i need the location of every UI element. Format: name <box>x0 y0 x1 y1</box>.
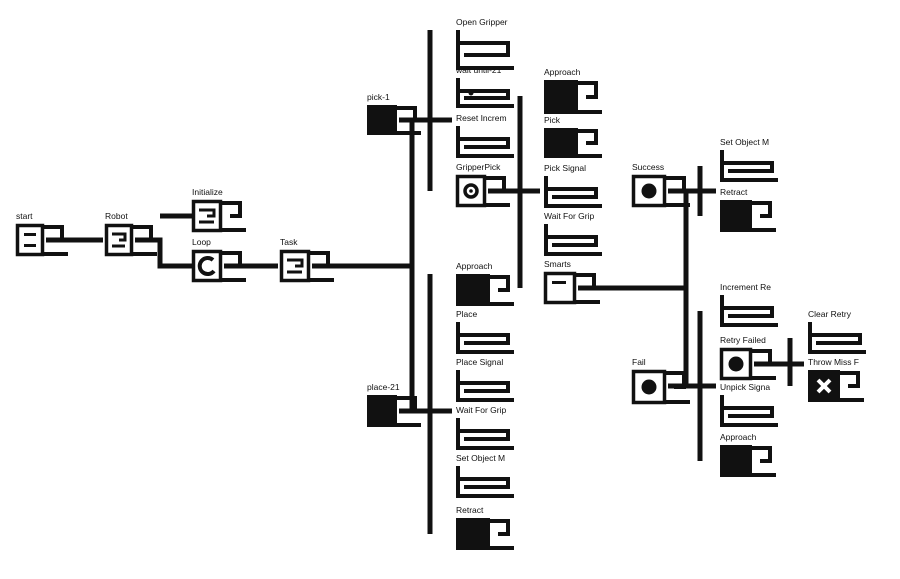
node-label: Robot <box>105 211 128 221</box>
node-label: Initialize <box>192 187 223 197</box>
port-bracket <box>578 81 602 114</box>
node-approach-3[interactable] <box>720 445 752 477</box>
port-bracket <box>666 176 690 207</box>
node-label: Loop <box>192 237 211 247</box>
node-label: Task <box>280 237 298 247</box>
node-label: Fail <box>632 357 646 367</box>
node-label: Approach <box>456 261 493 271</box>
node-retract-1[interactable] <box>720 200 752 232</box>
node-place-21[interactable] <box>367 395 397 427</box>
node-task[interactable] <box>279 249 311 283</box>
node-label: Place Signal <box>456 357 503 367</box>
node-label: Increment Re <box>720 282 771 292</box>
node-fail[interactable] <box>631 369 667 405</box>
connector-lines <box>46 30 804 534</box>
node-label: Pick <box>544 115 561 125</box>
node-label: Smarts <box>544 259 571 269</box>
selector-icon <box>287 258 304 274</box>
node-label: Approach <box>720 432 757 442</box>
node-label: Throw Miss F <box>808 357 859 367</box>
node-label: Wait For Grip <box>544 211 594 221</box>
node-smarts[interactable] <box>543 271 577 305</box>
port-bracket <box>720 406 778 427</box>
port-bracket <box>397 396 421 427</box>
node-label: place-21 <box>367 382 400 392</box>
node-label: Approach <box>544 67 581 77</box>
node-start[interactable] <box>15 223 45 257</box>
port-bracket <box>576 273 600 304</box>
node-pick-1[interactable] <box>367 105 397 135</box>
port-bracket <box>222 201 246 232</box>
port-bracket <box>544 187 602 208</box>
port-bracket <box>456 381 514 402</box>
circle-icon <box>641 379 657 395</box>
port-bracket <box>840 371 864 402</box>
node-loop[interactable] <box>191 249 223 283</box>
port-bracket <box>456 137 514 158</box>
node-success[interactable] <box>631 174 667 208</box>
node-throw-miss[interactable] <box>808 370 840 402</box>
node-label: Set Object M <box>456 453 505 463</box>
port-bracket <box>456 477 514 498</box>
port-bracket <box>578 129 602 158</box>
port-bracket <box>456 41 514 70</box>
port-bracket <box>310 251 334 282</box>
port-bracket <box>752 201 776 232</box>
port-bracket <box>720 161 778 182</box>
node-label: Retract <box>720 187 748 197</box>
node-pick[interactable] <box>544 128 578 158</box>
node-label: Pick Signal <box>544 163 586 173</box>
dash-icon <box>552 281 566 284</box>
sequence-icon <box>24 233 36 236</box>
node-label: Place <box>456 309 478 319</box>
port-bracket <box>486 176 510 207</box>
port-bracket <box>44 225 68 256</box>
port-bracket <box>456 333 514 354</box>
node-label: wait until-21 <box>455 65 502 75</box>
node-approach-1[interactable] <box>544 80 578 114</box>
node-label: GripperPick <box>456 162 501 172</box>
port-bracket <box>544 235 602 256</box>
node-label: Wait For Grip <box>456 405 506 415</box>
node-label: Set Object M <box>720 137 769 147</box>
port-bracket <box>808 333 866 354</box>
node-label: Retract <box>456 505 484 515</box>
selector-icon <box>199 208 216 224</box>
node-label: Retry Failed <box>720 335 766 345</box>
node-label: Unpick Signa <box>720 382 770 392</box>
node-label: Open Gripper <box>456 17 508 27</box>
node-label: Success <box>632 162 664 172</box>
port-bracket <box>752 349 776 380</box>
port-bracket <box>133 225 157 256</box>
selector-icon <box>112 232 127 248</box>
node-label: pick-1 <box>367 92 390 102</box>
port-bracket <box>752 446 776 477</box>
node-robot[interactable] <box>104 223 134 257</box>
port-bracket <box>490 275 514 306</box>
port-bracket <box>222 251 246 282</box>
circle-icon <box>641 183 657 199</box>
port-bracket <box>490 519 514 550</box>
node-layer <box>15 30 866 550</box>
target-icon <box>463 183 479 199</box>
port-bracket <box>720 306 778 327</box>
port-bracket <box>666 371 690 404</box>
node-retract-2[interactable] <box>456 518 490 550</box>
port-bracket <box>456 89 514 108</box>
node-gripper-pick[interactable] <box>455 174 487 208</box>
node-label: Reset Increm <box>456 113 507 123</box>
node-approach-2[interactable] <box>456 274 490 306</box>
x-icon <box>816 378 832 394</box>
circle-icon <box>728 356 744 372</box>
node-retry-failed[interactable] <box>719 347 753 381</box>
node-initialize[interactable] <box>191 199 223 233</box>
node-label: start <box>16 211 33 221</box>
node-label: Clear Retry <box>808 309 852 319</box>
port-bracket <box>456 429 514 450</box>
loop-icon <box>197 256 216 277</box>
port-bracket <box>397 106 421 135</box>
